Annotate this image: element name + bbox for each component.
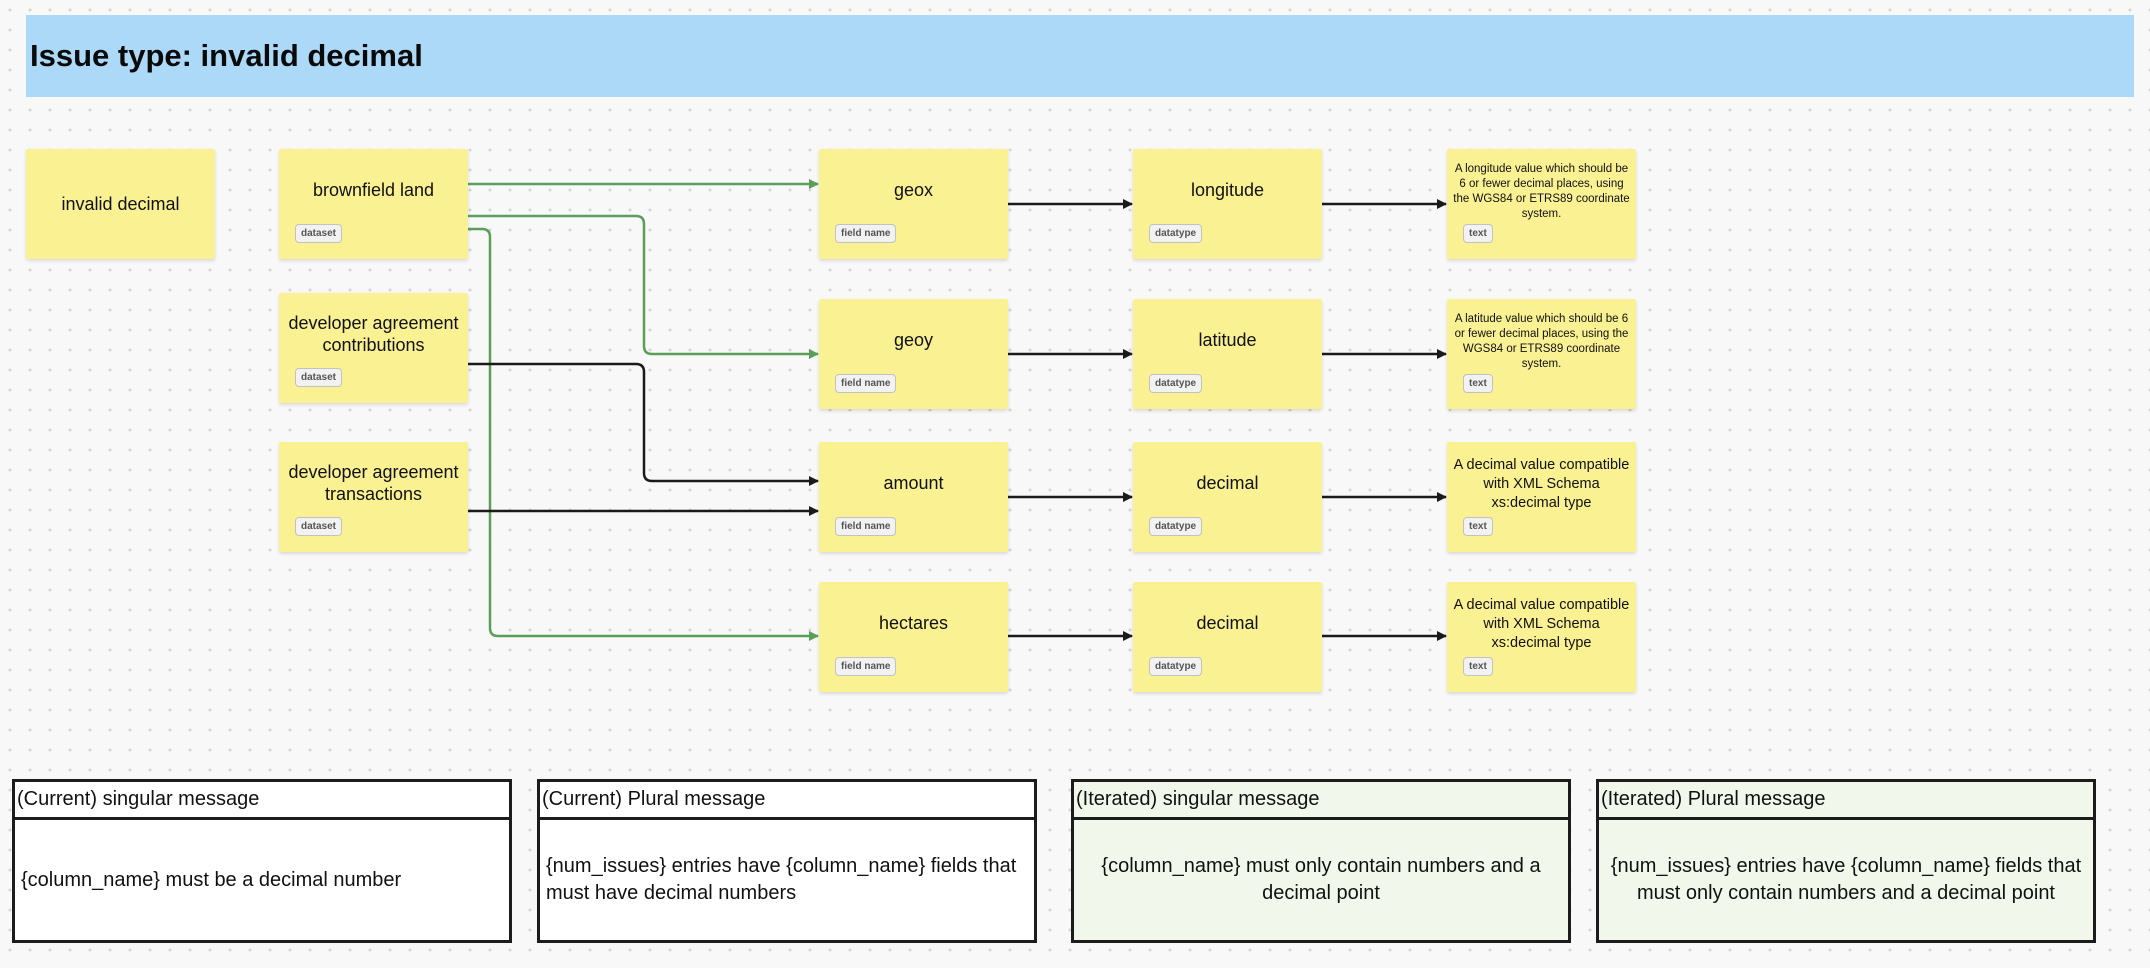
message-box-header: (Iterated) singular message — [1074, 782, 1568, 820]
field-name-tag: field name — [835, 517, 897, 536]
sticky-dataset-developer-agreement-transactions[interactable]: developer agreement transactions dataset — [279, 442, 468, 552]
field-name-tag: field name — [835, 374, 897, 393]
sticky-field-geoy[interactable]: geoy field name — [819, 299, 1008, 409]
sticky-field-amount[interactable]: amount field name — [819, 442, 1008, 552]
sticky-title: amount — [883, 473, 944, 493]
message-box-iterated-plural[interactable]: (Iterated) Plural message {num_issues} e… — [1596, 779, 2096, 943]
datatype-tag: datatype — [1149, 224, 1203, 243]
sticky-title: hectares — [878, 613, 949, 633]
sticky-issue-type[interactable]: invalid decimal — [26, 149, 215, 259]
text-tag: text — [1463, 374, 1493, 393]
message-box-header: (Iterated) Plural message — [1599, 782, 2093, 820]
sticky-text-decimal-description-2[interactable]: A decimal value compatible with XML Sche… — [1447, 582, 1636, 692]
sticky-title: decimal — [1196, 613, 1259, 633]
message-box-body: {num_issues} entries have {column_name} … — [546, 855, 1017, 904]
sticky-title: A decimal value compatible with XML Sche… — [1453, 456, 1630, 511]
sticky-text-longitude-description[interactable]: A longitude value which should be 6 or f… — [1447, 149, 1636, 259]
sticky-title: geox — [893, 180, 934, 200]
message-box-body: {num_issues} entries have {column_name} … — [1610, 855, 2082, 904]
sticky-title: A decimal value compatible with XML Sche… — [1453, 596, 1630, 651]
sticky-field-geox[interactable]: geox field name — [819, 149, 1008, 259]
message-box-current-plural[interactable]: (Current) Plural message {num_issues} en… — [537, 779, 1037, 943]
text-tag: text — [1463, 517, 1493, 536]
sticky-title: decimal — [1196, 473, 1259, 493]
dataset-tag: dataset — [295, 368, 343, 387]
message-box-body: {column_name} must be a decimal number — [21, 868, 402, 891]
sticky-text-decimal-description-1[interactable]: A decimal value compatible with XML Sche… — [1447, 442, 1636, 552]
sticky-title: latitude — [1198, 330, 1257, 350]
datatype-tag: datatype — [1149, 374, 1203, 393]
sticky-title: A longitude value which should be 6 or f… — [1453, 163, 1630, 220]
datatype-tag: datatype — [1149, 517, 1203, 536]
sticky-datatype-decimal-2[interactable]: decimal datatype — [1133, 582, 1322, 692]
sticky-title: brownfield land — [312, 180, 435, 200]
message-box-current-singular[interactable]: (Current) singular message {column_name}… — [12, 779, 512, 943]
sticky-datatype-longitude[interactable]: longitude datatype — [1133, 149, 1322, 259]
connector-brownfield-hectares — [468, 227, 819, 641]
page-title: Issue type: invalid decimal — [30, 38, 423, 73]
sticky-title: longitude — [1190, 180, 1265, 200]
sticky-dataset-developer-agreement-contributions[interactable]: developer agreement contributions datase… — [279, 293, 468, 403]
sticky-title: developer agreement contributions — [288, 313, 459, 355]
text-tag: text — [1463, 657, 1493, 676]
sticky-datatype-decimal-1[interactable]: decimal datatype — [1133, 442, 1322, 552]
message-box-iterated-singular[interactable]: (Iterated) singular message {column_name… — [1071, 779, 1571, 943]
page-title-banner: Issue type: invalid decimal — [26, 15, 2134, 97]
connector-brownfield-geoy — [468, 214, 819, 359]
connector-contributions-amount — [468, 362, 819, 486]
sticky-field-hectares[interactable]: hectares field name — [819, 582, 1008, 692]
field-name-tag: field name — [835, 657, 897, 676]
message-box-body: {column_name} must only contain numbers … — [1101, 855, 1541, 904]
sticky-datatype-latitude[interactable]: latitude datatype — [1133, 299, 1322, 409]
text-tag: text — [1463, 224, 1493, 243]
dataset-tag: dataset — [295, 224, 343, 243]
datatype-tag: datatype — [1149, 657, 1203, 676]
sticky-title: geoy — [893, 330, 934, 350]
dataset-tag: dataset — [295, 517, 343, 536]
field-name-tag: field name — [835, 224, 897, 243]
sticky-title: A latitude value which should be 6 or fe… — [1454, 313, 1629, 370]
sticky-title: developer agreement transactions — [288, 462, 459, 504]
sticky-dataset-brownfield-land[interactable]: brownfield land dataset — [279, 149, 468, 259]
message-box-header: (Current) singular message — [15, 782, 509, 820]
sticky-text-latitude-description[interactable]: A latitude value which should be 6 or fe… — [1447, 299, 1636, 409]
message-box-header: (Current) Plural message — [540, 782, 1034, 820]
sticky-title: invalid decimal — [61, 194, 180, 214]
